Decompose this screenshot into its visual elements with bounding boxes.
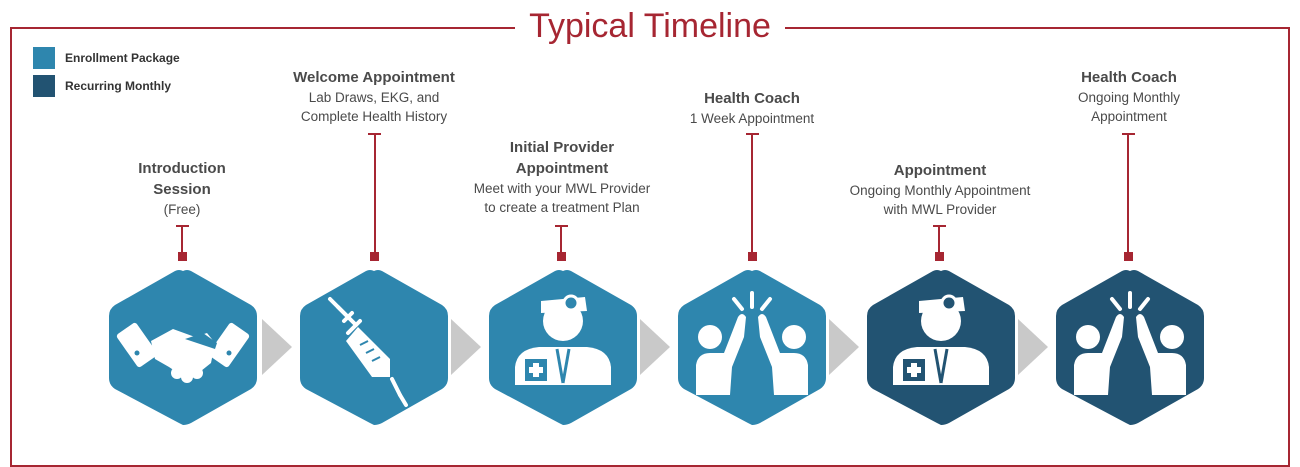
pin-step-6 [1122,133,1135,261]
doctor-icon [867,270,1015,425]
arrow-icon [640,319,670,375]
step-desc-line: (Free) [163,202,201,217]
step-desc-line: Appointment [1091,109,1167,124]
step-health-coach-monthly: Health Coach Ongoing Monthly Appointment [999,67,1259,126]
legend: Enrollment Package Recurring Monthly [33,45,180,101]
step-title-line: Appointment [893,162,987,179]
step-desc-line: Lab Draws, EKG, and [308,90,440,105]
step-desc-line: Ongoing Monthly [1077,90,1181,105]
legend-label-enrollment: Enrollment Package [65,50,180,65]
step-desc-line: Ongoing Monthly Appointment [849,183,1031,198]
step-title-line: Session [153,181,211,198]
connector-pins [176,133,1135,261]
arrow-icon [262,319,292,375]
step-health-coach-week: Health Coach 1 Week Appointment [622,88,882,128]
arrow-icon [829,319,859,375]
step-title-line: Health Coach [1081,69,1177,86]
step-initial-provider-appointment: Initial Provider Appointment Meet with y… [432,137,692,217]
step-desc-line: Meet with your MWL Provider [473,181,651,196]
legend-item-recurring: Recurring Monthly [33,73,180,98]
step-title-line: Welcome Appointment [293,69,455,86]
pin-step-2 [368,133,381,261]
step-desc-line: with MWL Provider [883,202,997,217]
page-title: Typical Timeline [515,4,785,48]
handshake-icon [109,270,257,425]
step-title-line: Initial Provider [509,139,615,156]
pin-step-1 [176,225,189,261]
high-five-icon [678,270,826,425]
pin-step-5 [933,225,946,261]
arrow-icon [451,319,481,375]
step-monthly-appointment: Appointment Ongoing Monthly Appointment … [810,160,1070,219]
legend-label-recurring: Recurring Monthly [65,78,172,93]
arrow-icon [1018,319,1048,375]
step-title-line: Appointment [515,160,609,177]
step-desc-line: to create a treatment Plan [484,200,640,215]
step-introduction-session: Introduction Session (Free) [52,158,312,219]
step-desc-line: Complete Health History [300,109,448,124]
step-welcome-appointment: Welcome Appointment Lab Draws, EKG, and … [244,67,504,126]
syringe-icon [300,270,448,425]
high-five-icon [1056,270,1204,425]
legend-swatch-recurring [33,74,55,97]
legend-swatch-enrollment [33,46,55,69]
pin-step-4 [746,133,759,261]
step-title-line: Health Coach [704,90,800,107]
timeline-title-wrap: Typical Timeline [0,4,1300,55]
step-desc-line: 1 Week Appointment [689,111,815,126]
step-title-line: Introduction [138,160,226,177]
legend-item-enrollment: Enrollment Package [33,45,180,70]
pin-step-3 [555,225,568,261]
doctor-icon [489,270,637,425]
